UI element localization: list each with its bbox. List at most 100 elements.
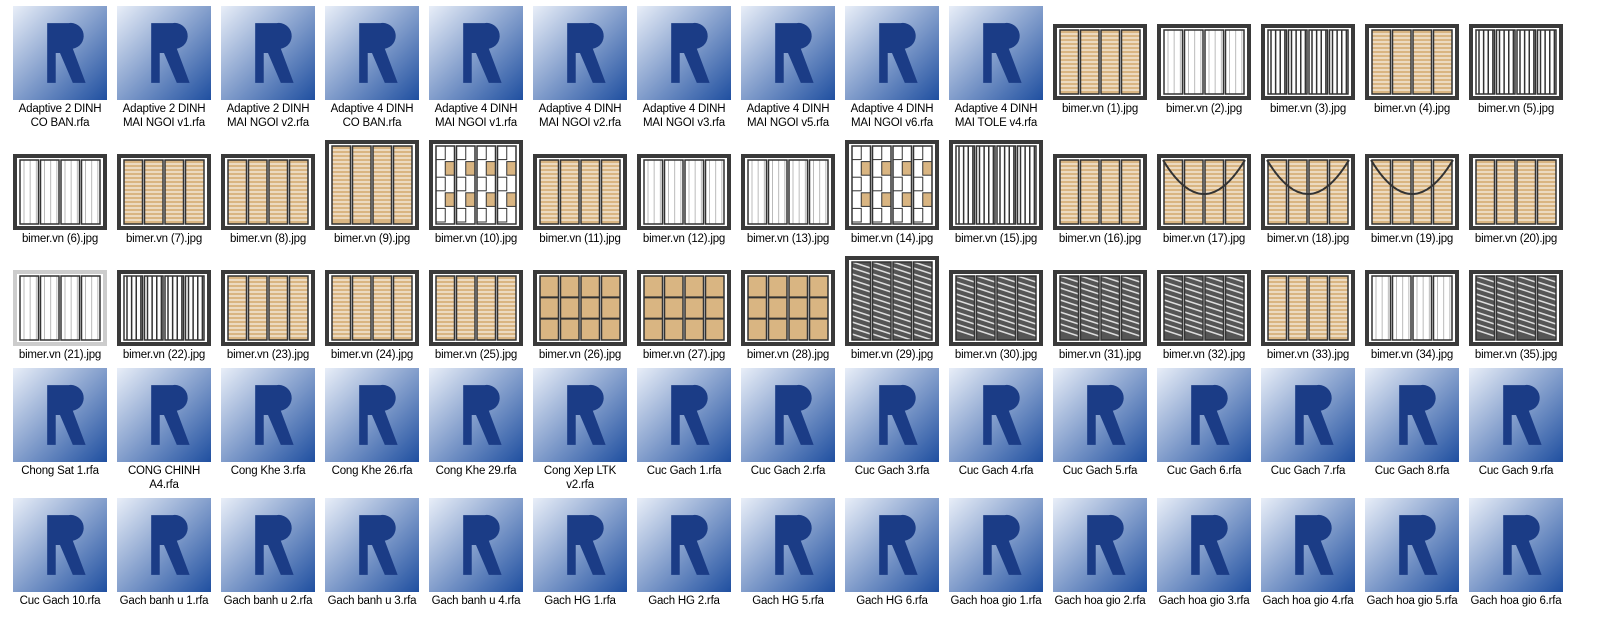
- file-item[interactable]: bimer.vn (6).jpg: [8, 136, 112, 246]
- file-item[interactable]: bimer.vn (19).jpg: [1360, 136, 1464, 246]
- file-item[interactable]: bimer.vn (24).jpg: [320, 252, 424, 362]
- file-item[interactable]: bimer.vn (4).jpg: [1360, 6, 1464, 116]
- file-name: CONG CHINH A4.rfa: [127, 465, 201, 491]
- file-item[interactable]: bimer.vn (14).jpg: [840, 136, 944, 246]
- file-name: Cong Khe 29.rfa: [435, 465, 517, 477]
- file-item[interactable]: Adaptive 4 DINH MAI NGOI v2.rfa: [528, 6, 632, 130]
- file-item[interactable]: Gach HG 6.rfa: [840, 498, 944, 608]
- file-item[interactable]: Cuc Gach 9.rfa: [1464, 368, 1568, 478]
- file-item[interactable]: Gach HG 2.rfa: [632, 498, 736, 608]
- file-item[interactable]: Cuc Gach 7.rfa: [1256, 368, 1360, 478]
- file-item[interactable]: Chong Sat 1.rfa: [8, 368, 112, 478]
- file-item[interactable]: Cuc Gach 2.rfa: [736, 368, 840, 478]
- revit-family-thumbnail-icon: [117, 368, 211, 462]
- file-item[interactable]: bimer.vn (11).jpg: [528, 136, 632, 246]
- file-item[interactable]: bimer.vn (1).jpg: [1048, 6, 1152, 116]
- file-item[interactable]: Gach hoa gio 1.rfa: [944, 498, 1048, 608]
- file-item[interactable]: Gach hoa gio 2.rfa: [1048, 498, 1152, 608]
- file-item[interactable]: Adaptive 2 DINH MAI NGOI v1.rfa: [112, 6, 216, 130]
- file-item[interactable]: Cong Khe 29.rfa: [424, 368, 528, 478]
- file-item[interactable]: Gach HG 1.rfa: [528, 498, 632, 608]
- file-item[interactable]: bimer.vn (28).jpg: [736, 252, 840, 362]
- file-item[interactable]: Adaptive 4 DINH MAI NGOI v3.rfa: [632, 6, 736, 130]
- file-item[interactable]: bimer.vn (29).jpg: [840, 252, 944, 362]
- file-item[interactable]: Adaptive 4 DINH MAI NGOI v6.rfa: [840, 6, 944, 130]
- file-item[interactable]: bimer.vn (25).jpg: [424, 252, 528, 362]
- file-name: Chong Sat 1.rfa: [21, 465, 99, 477]
- file-name: Adaptive 2 DINH MAI NGOI v1.rfa: [122, 103, 206, 129]
- file-item[interactable]: Cuc Gach 4.rfa: [944, 368, 1048, 478]
- file-item[interactable]: Adaptive 2 DINH MAI NGOI v2.rfa: [216, 6, 320, 130]
- file-item[interactable]: bimer.vn (20).jpg: [1464, 136, 1568, 246]
- file-item[interactable]: Cuc Gach 8.rfa: [1360, 368, 1464, 478]
- file-item[interactable]: bimer.vn (8).jpg: [216, 136, 320, 246]
- file-item[interactable]: bimer.vn (27).jpg: [632, 252, 736, 362]
- file-item[interactable]: Gach banh u 2.rfa: [216, 498, 320, 608]
- file-name: bimer.vn (18).jpg: [1266, 233, 1350, 245]
- file-item[interactable]: bimer.vn (26).jpg: [528, 252, 632, 362]
- file-item[interactable]: Gach hoa gio 3.rfa: [1152, 498, 1256, 608]
- file-item[interactable]: Adaptive 4 DINH MAI TOLE v4.rfa: [944, 6, 1048, 130]
- file-item[interactable]: Cuc Gach 5.rfa: [1048, 368, 1152, 478]
- revit-family-thumbnail-icon: [741, 6, 835, 100]
- file-item[interactable]: bimer.vn (18).jpg: [1256, 136, 1360, 246]
- file-item[interactable]: bimer.vn (31).jpg: [1048, 252, 1152, 362]
- file-item[interactable]: Cuc Gach 6.rfa: [1152, 368, 1256, 478]
- image-thumbnail-icon: [429, 252, 523, 346]
- revit-family-thumbnail-icon: [741, 368, 835, 462]
- file-item[interactable]: Gach HG 5.rfa: [736, 498, 840, 608]
- revit-family-thumbnail-icon: [1053, 368, 1147, 462]
- file-item[interactable]: bimer.vn (23).jpg: [216, 252, 320, 362]
- revit-family-thumbnail-icon: [1053, 498, 1147, 592]
- file-item[interactable]: bimer.vn (32).jpg: [1152, 252, 1256, 362]
- file-item[interactable]: bimer.vn (7).jpg: [112, 136, 216, 246]
- file-item[interactable]: Cuc Gach 10.rfa: [8, 498, 112, 608]
- file-item[interactable]: Gach hoa gio 6.rfa: [1464, 498, 1568, 608]
- file-item[interactable]: Adaptive 2 DINH CO BAN.rfa: [8, 6, 112, 130]
- image-thumbnail-icon: [1261, 6, 1355, 100]
- revit-family-thumbnail-icon: [117, 498, 211, 592]
- file-item[interactable]: Cuc Gach 3.rfa: [840, 368, 944, 478]
- file-item[interactable]: bimer.vn (13).jpg: [736, 136, 840, 246]
- file-item[interactable]: bimer.vn (16).jpg: [1048, 136, 1152, 246]
- file-item[interactable]: bimer.vn (5).jpg: [1464, 6, 1568, 116]
- revit-family-thumbnail-icon: [1157, 368, 1251, 462]
- file-item[interactable]: bimer.vn (15).jpg: [944, 136, 1048, 246]
- file-item[interactable]: bimer.vn (10).jpg: [424, 136, 528, 246]
- file-item[interactable]: Adaptive 4 DINH MAI NGOI v5.rfa: [736, 6, 840, 130]
- file-item[interactable]: bimer.vn (34).jpg: [1360, 252, 1464, 362]
- file-item[interactable]: Gach banh u 4.rfa: [424, 498, 528, 608]
- revit-family-thumbnail-icon: [429, 498, 523, 592]
- revit-family-thumbnail-icon: [845, 498, 939, 592]
- file-item[interactable]: bimer.vn (33).jpg: [1256, 252, 1360, 362]
- file-item[interactable]: Gach hoa gio 5.rfa: [1360, 498, 1464, 608]
- file-name: bimer.vn (12).jpg: [642, 233, 726, 245]
- file-item[interactable]: Gach banh u 3.rfa: [320, 498, 424, 608]
- file-item[interactable]: Cuc Gach 1.rfa: [632, 368, 736, 478]
- file-item[interactable]: Gach banh u 1.rfa: [112, 498, 216, 608]
- file-item[interactable]: Adaptive 4 DINH MAI NGOI v1.rfa: [424, 6, 528, 130]
- file-item[interactable]: bimer.vn (35).jpg: [1464, 252, 1568, 362]
- revit-family-thumbnail-icon: [845, 6, 939, 100]
- file-item[interactable]: bimer.vn (2).jpg: [1152, 6, 1256, 116]
- file-item[interactable]: bimer.vn (3).jpg: [1256, 6, 1360, 116]
- revit-family-thumbnail-icon: [637, 498, 731, 592]
- file-name: bimer.vn (6).jpg: [21, 233, 99, 245]
- image-thumbnail-icon: [637, 136, 731, 230]
- file-item[interactable]: Adaptive 4 DINH CO BAN.rfa: [320, 6, 424, 130]
- file-item[interactable]: bimer.vn (12).jpg: [632, 136, 736, 246]
- revit-icon: [741, 6, 835, 100]
- file-item[interactable]: bimer.vn (22).jpg: [112, 252, 216, 362]
- file-item[interactable]: bimer.vn (9).jpg: [320, 136, 424, 246]
- file-item[interactable]: CONG CHINH A4.rfa: [112, 368, 216, 492]
- file-name: bimer.vn (24).jpg: [330, 349, 414, 361]
- image-thumbnail-icon: [1157, 6, 1251, 100]
- file-item[interactable]: bimer.vn (21).jpg: [8, 252, 112, 362]
- file-item[interactable]: Cong Xep LTK v2.rfa: [528, 368, 632, 492]
- file-item[interactable]: bimer.vn (30).jpg: [944, 252, 1048, 362]
- file-item[interactable]: Cong Khe 26.rfa: [320, 368, 424, 478]
- file-item[interactable]: Gach hoa gio 4.rfa: [1256, 498, 1360, 608]
- file-item[interactable]: bimer.vn (17).jpg: [1152, 136, 1256, 246]
- file-name: Adaptive 4 DINH MAI NGOI v6.rfa: [850, 103, 934, 129]
- file-item[interactable]: Cong Khe 3.rfa: [216, 368, 320, 478]
